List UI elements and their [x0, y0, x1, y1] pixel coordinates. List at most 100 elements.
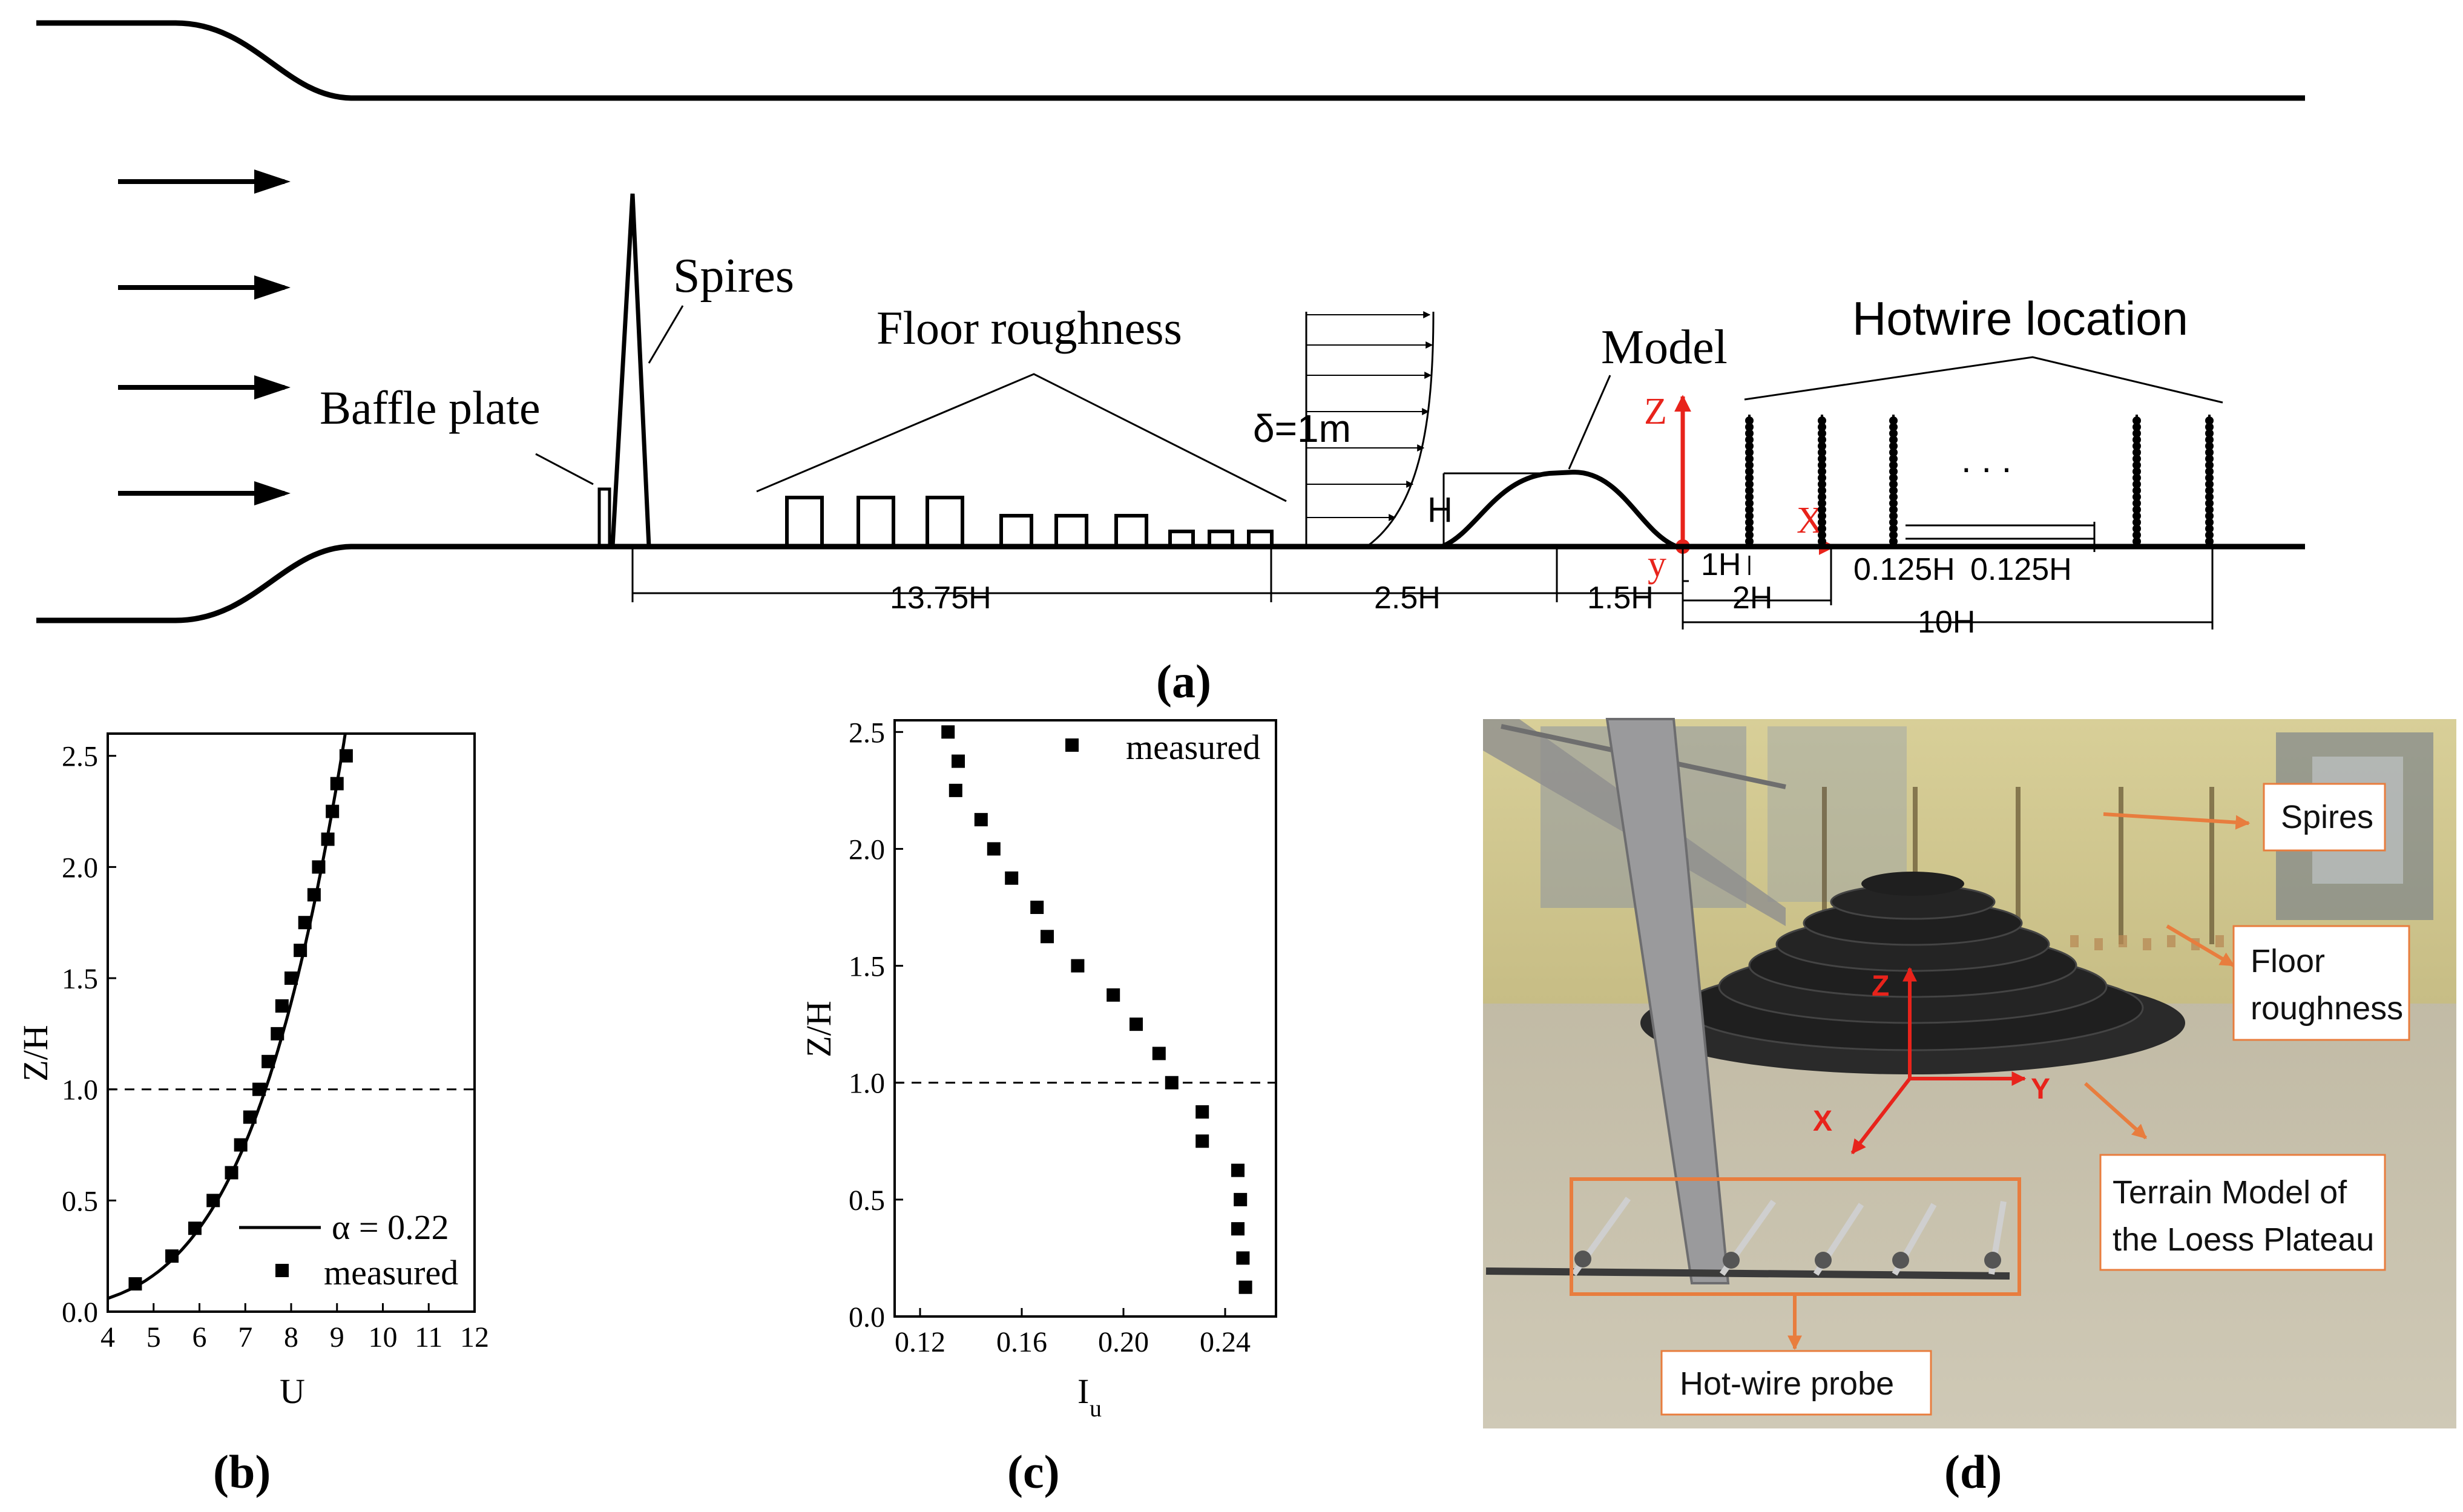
y-tick-label: 1.0 — [62, 1074, 98, 1106]
hotwire-probe-dot — [1818, 422, 1826, 432]
hotwire-probe-dot — [1818, 473, 1826, 482]
hotwire-probe-dot — [1818, 448, 1826, 457]
photo-axis-z: Z — [1872, 970, 1889, 1002]
floor-roughness-label: Floor roughness — [876, 301, 1182, 354]
hotwire-probe-dot — [2133, 499, 2141, 508]
photo-axis-x: X — [1813, 1105, 1832, 1137]
x-tick-label: 0.20 — [1098, 1326, 1149, 1358]
hotwire-probe-dot — [1818, 505, 1826, 514]
hotwire-probe-dot — [1745, 442, 1754, 450]
hotwire-probe-dot — [2205, 473, 2214, 482]
data-point — [1030, 901, 1044, 915]
hotwire-probe-dot — [1889, 455, 1898, 463]
hotwire-probe-dot — [1818, 499, 1826, 508]
x-tick-label: 11 — [415, 1321, 442, 1353]
panel-c-label: (c) — [1007, 1445, 1060, 1498]
y-tick-label: 2.0 — [849, 833, 885, 866]
chart-b-power-law-line — [107, 733, 347, 1300]
hotwire-probe-dot — [1889, 524, 1898, 533]
photo-axes: Z Y X — [1813, 967, 2050, 1154]
hotwire-probe-dot — [1818, 493, 1826, 501]
hotwire-probe-dot — [1889, 435, 1898, 444]
hotwire-probe-dot — [1745, 455, 1754, 463]
hotwire-probe-dot — [2133, 493, 2141, 501]
data-point — [312, 860, 326, 874]
hotwire-probe-dot — [1818, 442, 1826, 450]
chart-b-ylabel: Z/H — [16, 1025, 55, 1081]
dim-1-5H: 1.5H — [1587, 580, 1654, 616]
hotwire-probe-dot — [1818, 518, 1826, 527]
hotwire-location-label: Hotwire location — [1852, 292, 2188, 345]
y-tick-label: 0.0 — [62, 1297, 98, 1329]
chart-b-xlabel: U — [280, 1372, 305, 1411]
dim-13-75H: 13.75H — [890, 580, 991, 616]
flow-arrows — [118, 169, 291, 505]
hotwire-probe-dot — [2205, 499, 2214, 508]
callout-hotwire-text: Hot-wire probe — [1680, 1366, 1894, 1402]
hotwire-probe-dot — [2133, 524, 2141, 533]
hotwire-probe-dot — [1818, 537, 1826, 546]
hotwire-probe-dot — [1889, 537, 1898, 546]
data-point — [1005, 871, 1019, 885]
hotwire-probe-dot — [1745, 505, 1754, 514]
callout-hotwire-probe: Hot-wire probe — [1660, 1350, 1932, 1416]
data-point — [987, 842, 1001, 856]
dimension-lines — [631, 522, 2214, 629]
hotwire-probe-dot — [2205, 435, 2214, 444]
panel-b-label: (b) — [213, 1445, 271, 1498]
hotwire-columns — [1745, 415, 2214, 547]
tunnel-bottom-wall — [36, 544, 2305, 623]
hotwire-probe-dot — [2133, 531, 2141, 539]
hotwire-probe-dot — [1745, 461, 1754, 470]
hotwire-probe-dot — [2205, 461, 2214, 470]
data-point — [949, 783, 962, 797]
hotwire-probe-dot — [2205, 518, 2214, 527]
hotwire-probe-dot — [2205, 422, 2214, 432]
dim-1H: 1H — [1701, 547, 1741, 582]
hotwire-probe-dot — [2205, 524, 2214, 533]
data-point — [294, 944, 307, 958]
data-point — [941, 725, 955, 739]
y-tick-label: 0.5 — [849, 1185, 885, 1217]
hotwire-probe-dot — [2205, 448, 2214, 457]
hotwire-probe-dot — [1889, 461, 1898, 470]
data-point — [326, 804, 340, 818]
hotwire-probe-dot — [1818, 486, 1826, 495]
hotwire-probe-dot — [1818, 429, 1826, 438]
data-point — [128, 1277, 142, 1291]
data-point — [330, 777, 344, 791]
hotwire-probe-dot — [1745, 480, 1754, 488]
data-point — [1130, 1017, 1143, 1031]
hotwire-probe-dot — [2205, 493, 2214, 501]
chart-c-ylabel: Z/H — [799, 1001, 838, 1057]
callout-terrain-text-2: the Loess Plateau — [2113, 1221, 2374, 1258]
hotwire-probe-dot — [2205, 455, 2214, 463]
hotwire-probe-dot — [1745, 416, 1754, 425]
hotwire-probe-dot — [1818, 455, 1826, 463]
data-point — [1107, 988, 1120, 1002]
hotwire-probe-dot — [2205, 511, 2214, 521]
hotwire-probe-dot — [1745, 473, 1754, 482]
hotwire-probe-dot — [2205, 537, 2214, 546]
y-tick-label: 1.5 — [849, 951, 885, 983]
hotwire-probe-dot — [2133, 422, 2141, 432]
data-point — [1234, 1192, 1248, 1206]
panel-d-label: (d) — [1944, 1445, 2002, 1498]
hotwire-probe-dot — [2133, 442, 2141, 450]
floor-roughness-bracket — [756, 373, 1287, 502]
data-point — [271, 1027, 284, 1040]
hotwire-probe-dot — [2133, 505, 2141, 514]
hotwire-probe-dot — [1745, 531, 1754, 539]
x-tick-label: 0.12 — [895, 1326, 945, 1358]
hotwire-probe-dot — [1745, 422, 1754, 432]
baffle-plate-label: Baffle plate — [320, 381, 541, 434]
hotwire-probe-dot — [2205, 531, 2214, 539]
callout-floor-text-1: Floor — [2251, 943, 2325, 979]
data-point — [307, 888, 321, 902]
photo-callout-arrows — [1787, 812, 2251, 1350]
data-point — [1231, 1222, 1245, 1236]
chart-c-frame — [893, 719, 1277, 1318]
hotwire-probe-dot — [1889, 486, 1898, 495]
dim-2H: 2H — [1732, 580, 1772, 616]
